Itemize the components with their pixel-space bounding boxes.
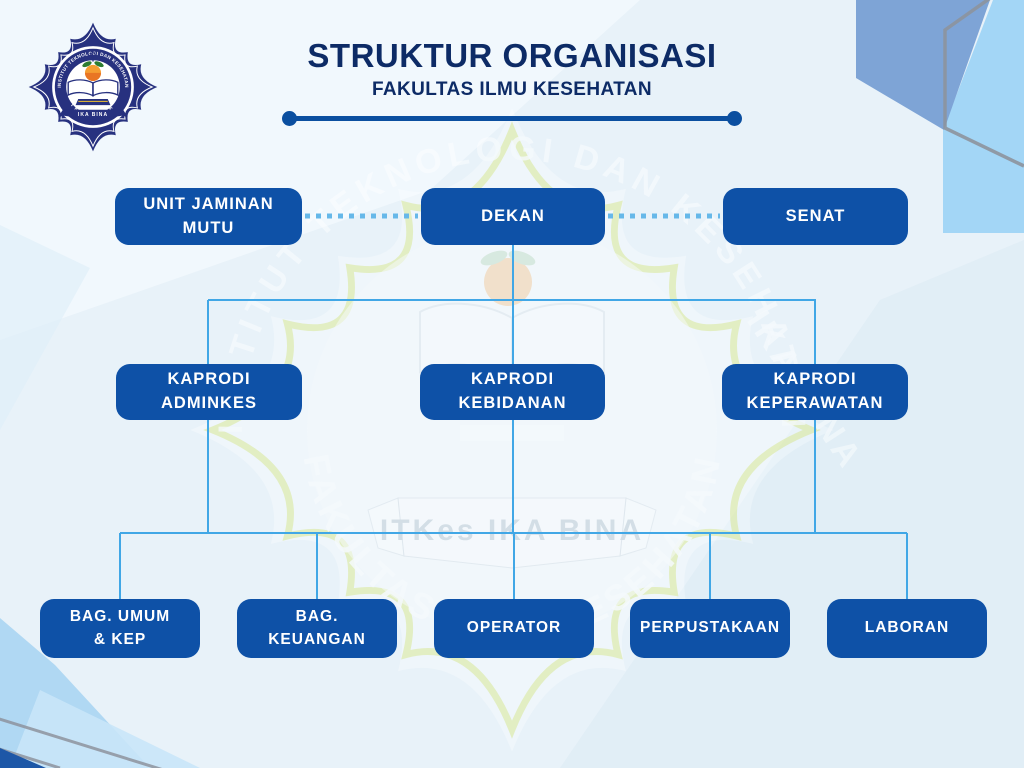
org-box-label: KAPRODI ADMINKES [160,370,257,412]
org-box-label: DEKAN [481,206,545,225]
background-highlight-shape [0,0,640,340]
corner-navy-shape [0,748,46,768]
org-box-laboran: LABORAN [827,599,987,658]
org-box-label: BAG. KEUANGAN [268,608,366,648]
divider-line [291,115,733,121]
org-box-bag-keuangan: BAG. KEUANGAN [237,599,397,658]
divider-dot-left [282,110,297,126]
logo-book-icon [67,52,119,106]
logo-star-inline [32,26,154,148]
solid-connector [119,244,908,600]
title-divider [282,110,742,126]
header: STRUKTUR ORGANISASI FAKULTAS ILMU KESEHA… [0,36,1024,126]
hexagon-light-shape [943,0,1024,233]
org-box-unit-jaminan-mutu: UNIT JAMINAN MUTU [115,188,302,245]
page-title: STRUKTUR ORGANISASI [307,37,717,74]
org-box-perpustakaan: PERPUSTAKAAN [630,599,790,658]
org-box-kaprodi-keperawatan: KAPRODI KEPERAWATAN [722,364,908,420]
hexagon-medium-shape [856,0,990,130]
logo-banner-text: IKA BINA [78,112,108,118]
org-box-label: KAPRODI KEBIDANAN [458,370,567,412]
org-box-label: LABORAN [864,619,950,637]
logo-banner: IKA BINA [58,109,128,120]
background-left-shape [0,225,90,430]
org-box-label: SENAT [785,206,846,225]
org-box-label: UNIT JAMINAN MUTU [143,194,274,237]
org-box-label: PERPUSTAKAAN [639,619,781,637]
corner-triangle-light-shape [10,690,200,768]
org-box-senat: SENAT [723,188,908,245]
org-box-kaprodi-kebidanan: KAPRODI KEBIDANAN [420,364,605,420]
org-box-kaprodi-adminkes: KAPRODI ADMINKES [116,364,302,420]
divider-dot-right [727,110,742,126]
org-box-bag-umum-kep: BAG. UMUM & KEP [40,599,200,658]
org-box-label: BAG. UMUM & KEP [69,608,171,648]
org-box-label: KAPRODI KEPERAWATAN [746,370,884,412]
org-box-operator: OPERATOR [434,599,594,658]
hexagon-outline-shape [943,0,1024,168]
org-box-label: OPERATOR [466,619,562,637]
page-subtitle: FAKULTAS ILMU KESEHATAN [371,78,653,100]
org-box-dekan: DEKAN [421,188,605,245]
institution-logo: INSTITUT TEKNOLOGI DAN KESEHATAN IKA BIN… [28,22,158,152]
